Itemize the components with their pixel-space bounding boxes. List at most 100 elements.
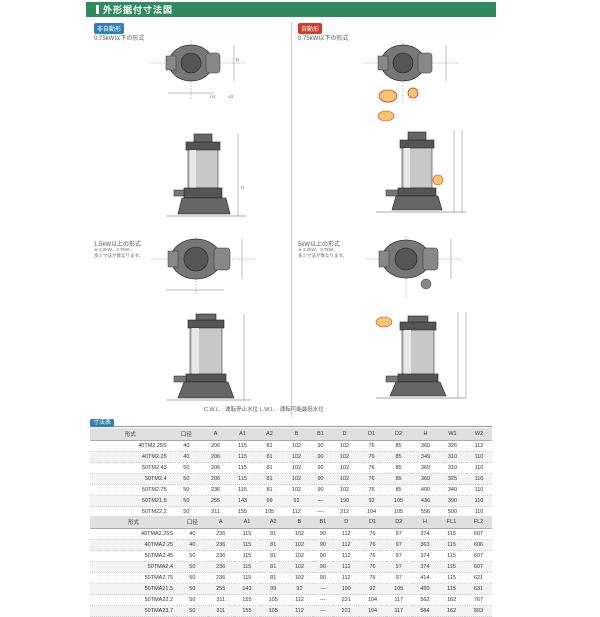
table-cell: 236 bbox=[207, 550, 234, 562]
dim-a2-left-top: A2 bbox=[228, 94, 234, 99]
table-cell: 102 bbox=[331, 484, 359, 496]
table-cell: 102 bbox=[286, 561, 313, 573]
table-cell: 85 bbox=[385, 484, 412, 496]
table-cell: 115 bbox=[229, 451, 257, 463]
table-cell: 236 bbox=[202, 484, 230, 496]
table-cell: 76 bbox=[358, 473, 386, 485]
table-cell: 85 bbox=[385, 440, 412, 452]
table-cell: 50 bbox=[170, 484, 203, 496]
table-cell: 115 bbox=[233, 572, 261, 584]
table-header-cell: FL1 bbox=[438, 516, 466, 529]
table-title: 寸法表 bbox=[90, 418, 492, 427]
model-cell: 50TM2.75 bbox=[90, 484, 171, 496]
table-header-cell: A bbox=[207, 516, 234, 529]
table-cell: 90 bbox=[309, 451, 332, 463]
table-header-cell: H bbox=[412, 428, 439, 441]
table-cell: 115 bbox=[438, 528, 466, 540]
table-cell: 143 bbox=[233, 583, 261, 595]
table-cell: 76 bbox=[359, 528, 386, 540]
table-cell: 90 bbox=[312, 528, 334, 540]
table-cell: 115 bbox=[233, 561, 261, 573]
table-cell: 81 bbox=[260, 561, 287, 573]
table-cell: 102 bbox=[283, 484, 310, 496]
table-header-cell: A bbox=[202, 428, 230, 441]
table-cell: 115 bbox=[229, 462, 257, 474]
table-cell: 115 bbox=[438, 572, 466, 584]
dim-d-left-top: D bbox=[236, 57, 240, 62]
table-cell: 76 bbox=[358, 462, 386, 474]
table-cell: 621 bbox=[465, 572, 492, 584]
table-cell: 115 bbox=[233, 528, 261, 540]
table-header-cell: 口径 bbox=[177, 516, 208, 529]
table-cell: 92 bbox=[359, 583, 386, 595]
table-header-cell: D2 bbox=[385, 428, 412, 441]
model-cell: 40TMA2.25 bbox=[90, 539, 178, 551]
table-cell: 76 bbox=[358, 451, 386, 463]
table-cell: 81 bbox=[256, 451, 283, 463]
table-cell: 50 bbox=[170, 462, 203, 474]
table-cell: — bbox=[309, 495, 332, 507]
table-cell: 97 bbox=[385, 550, 412, 562]
table-cell: 102 bbox=[283, 462, 310, 474]
table-cell: 360 bbox=[412, 440, 439, 452]
model-cell: 50TMA2.45 bbox=[90, 550, 178, 562]
table-cell: 81 bbox=[256, 473, 283, 485]
table-cell: 112 bbox=[465, 440, 492, 452]
left-mid-caption: 1.5kW以上の形式 bbox=[94, 242, 142, 248]
table-cell: — bbox=[312, 605, 334, 617]
table-cell: 143 bbox=[229, 495, 257, 507]
table-cell: 436 bbox=[412, 495, 439, 507]
table-header-cell: A1 bbox=[233, 516, 261, 529]
table-cell: 606 bbox=[465, 539, 492, 551]
table-cell: 81 bbox=[260, 539, 287, 551]
table-cell: 50 bbox=[170, 495, 203, 507]
table-cell: 112 bbox=[333, 528, 360, 540]
table-cell: 236 bbox=[207, 561, 234, 573]
table-cell: 255 bbox=[207, 583, 234, 595]
table-header-cell: 形式 bbox=[90, 516, 178, 529]
table-cell: 102 bbox=[286, 528, 313, 540]
table-cell: 115 bbox=[233, 550, 261, 562]
model-cell: 50TM2.4 bbox=[90, 473, 171, 485]
table-cell: 115 bbox=[438, 583, 466, 595]
table-cell: 607 bbox=[465, 528, 492, 540]
table-cell: 40 bbox=[170, 440, 203, 452]
table-cell: 50 bbox=[177, 583, 208, 595]
table-cell: 81 bbox=[260, 550, 287, 562]
table-cell: 117 bbox=[385, 605, 412, 617]
table-cell: 162 bbox=[438, 605, 466, 617]
model-cell: 40TMA2.25S bbox=[90, 528, 178, 540]
pump-top-view-right-mid bbox=[366, 236, 461, 298]
table-cell: 76 bbox=[358, 484, 386, 496]
right-top-caption: 0.75kW以下の形式 bbox=[298, 36, 349, 42]
table-cell: 400 bbox=[412, 484, 439, 496]
table-cell: 236 bbox=[207, 539, 234, 551]
table-cell: 803 bbox=[465, 605, 492, 617]
table-cell: 90 bbox=[309, 462, 332, 474]
table-cell: 50 bbox=[177, 550, 208, 562]
table-cell: 115 bbox=[438, 561, 466, 573]
pump-top-view-left bbox=[151, 40, 246, 100]
table-cell: 236 bbox=[207, 572, 234, 584]
table-cell: 326 bbox=[438, 440, 466, 452]
left-top-caption: 0.75kW以下の形式 bbox=[94, 36, 145, 42]
model-cell: 50TMA22.2 bbox=[90, 594, 178, 606]
model-cell: 40TM2.25S bbox=[90, 440, 171, 452]
model-cell: 50TMA21.5 bbox=[90, 583, 178, 595]
non-auto-tag: 非自動形 bbox=[94, 23, 125, 34]
right-mid-note: ※ 2.2kW、3.7kW... 多少寸法が異なります。 bbox=[298, 247, 348, 258]
table-header-cell: W2 bbox=[465, 428, 492, 441]
table-cell: 374 bbox=[411, 528, 439, 540]
table-cell: 311 bbox=[207, 605, 234, 617]
table-cell: 162 bbox=[438, 594, 466, 606]
table-cell: 92 bbox=[286, 583, 313, 595]
